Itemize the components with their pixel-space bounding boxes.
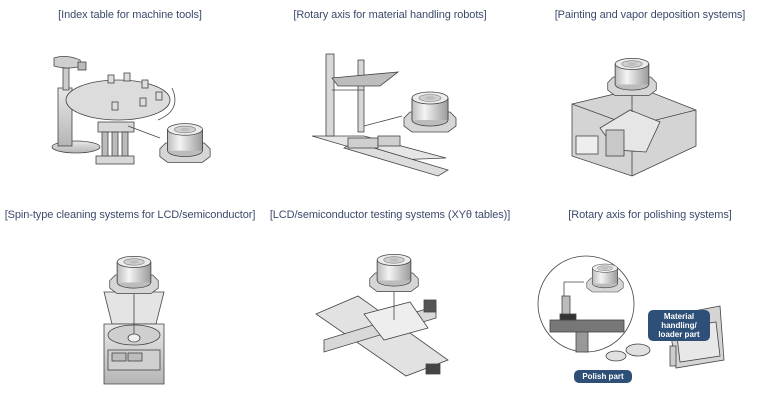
material-handling-robot-illustration xyxy=(311,53,457,177)
xy-theta-table-illustration xyxy=(315,253,449,377)
panel-caption: [LCD/semiconductor testing systems (XYθ … xyxy=(269,209,511,221)
panel-xy-theta-table: [LCD/semiconductor testing systems (XYθ … xyxy=(260,200,520,400)
panel-caption: [Painting and vapor deposition systems] xyxy=(554,9,746,21)
panel-caption: [Rotary axis for material handling robot… xyxy=(293,9,487,21)
panel-index-table: [Index table for machine tools] xyxy=(0,0,260,200)
panel-caption: [Spin-type cleaning systems for LCD/semi… xyxy=(4,209,256,221)
material-handling-loader-label: Material handling/ loader part xyxy=(648,310,710,341)
spin-cleaning-illustration xyxy=(103,255,165,385)
index-table-illustration xyxy=(51,56,211,165)
painting-system-illustration xyxy=(571,57,697,177)
panel-caption: [Index table for machine tools] xyxy=(58,9,202,21)
panel-caption: [Rotary axis for polishing systems] xyxy=(568,209,732,221)
panel-polishing: [Rotary axis for polishing systems] Mate… xyxy=(520,200,780,400)
panel-material-handling-robot: [Rotary axis for material handling robot… xyxy=(260,0,520,200)
panel-spin-cleaning: [Spin-type cleaning systems for LCD/semi… xyxy=(0,200,260,400)
polishing-system-illustration xyxy=(537,255,725,369)
panel-painting-vapor-deposition: [Painting and vapor deposition systems] xyxy=(520,0,780,200)
polish-part-label: Polish part xyxy=(574,370,632,383)
